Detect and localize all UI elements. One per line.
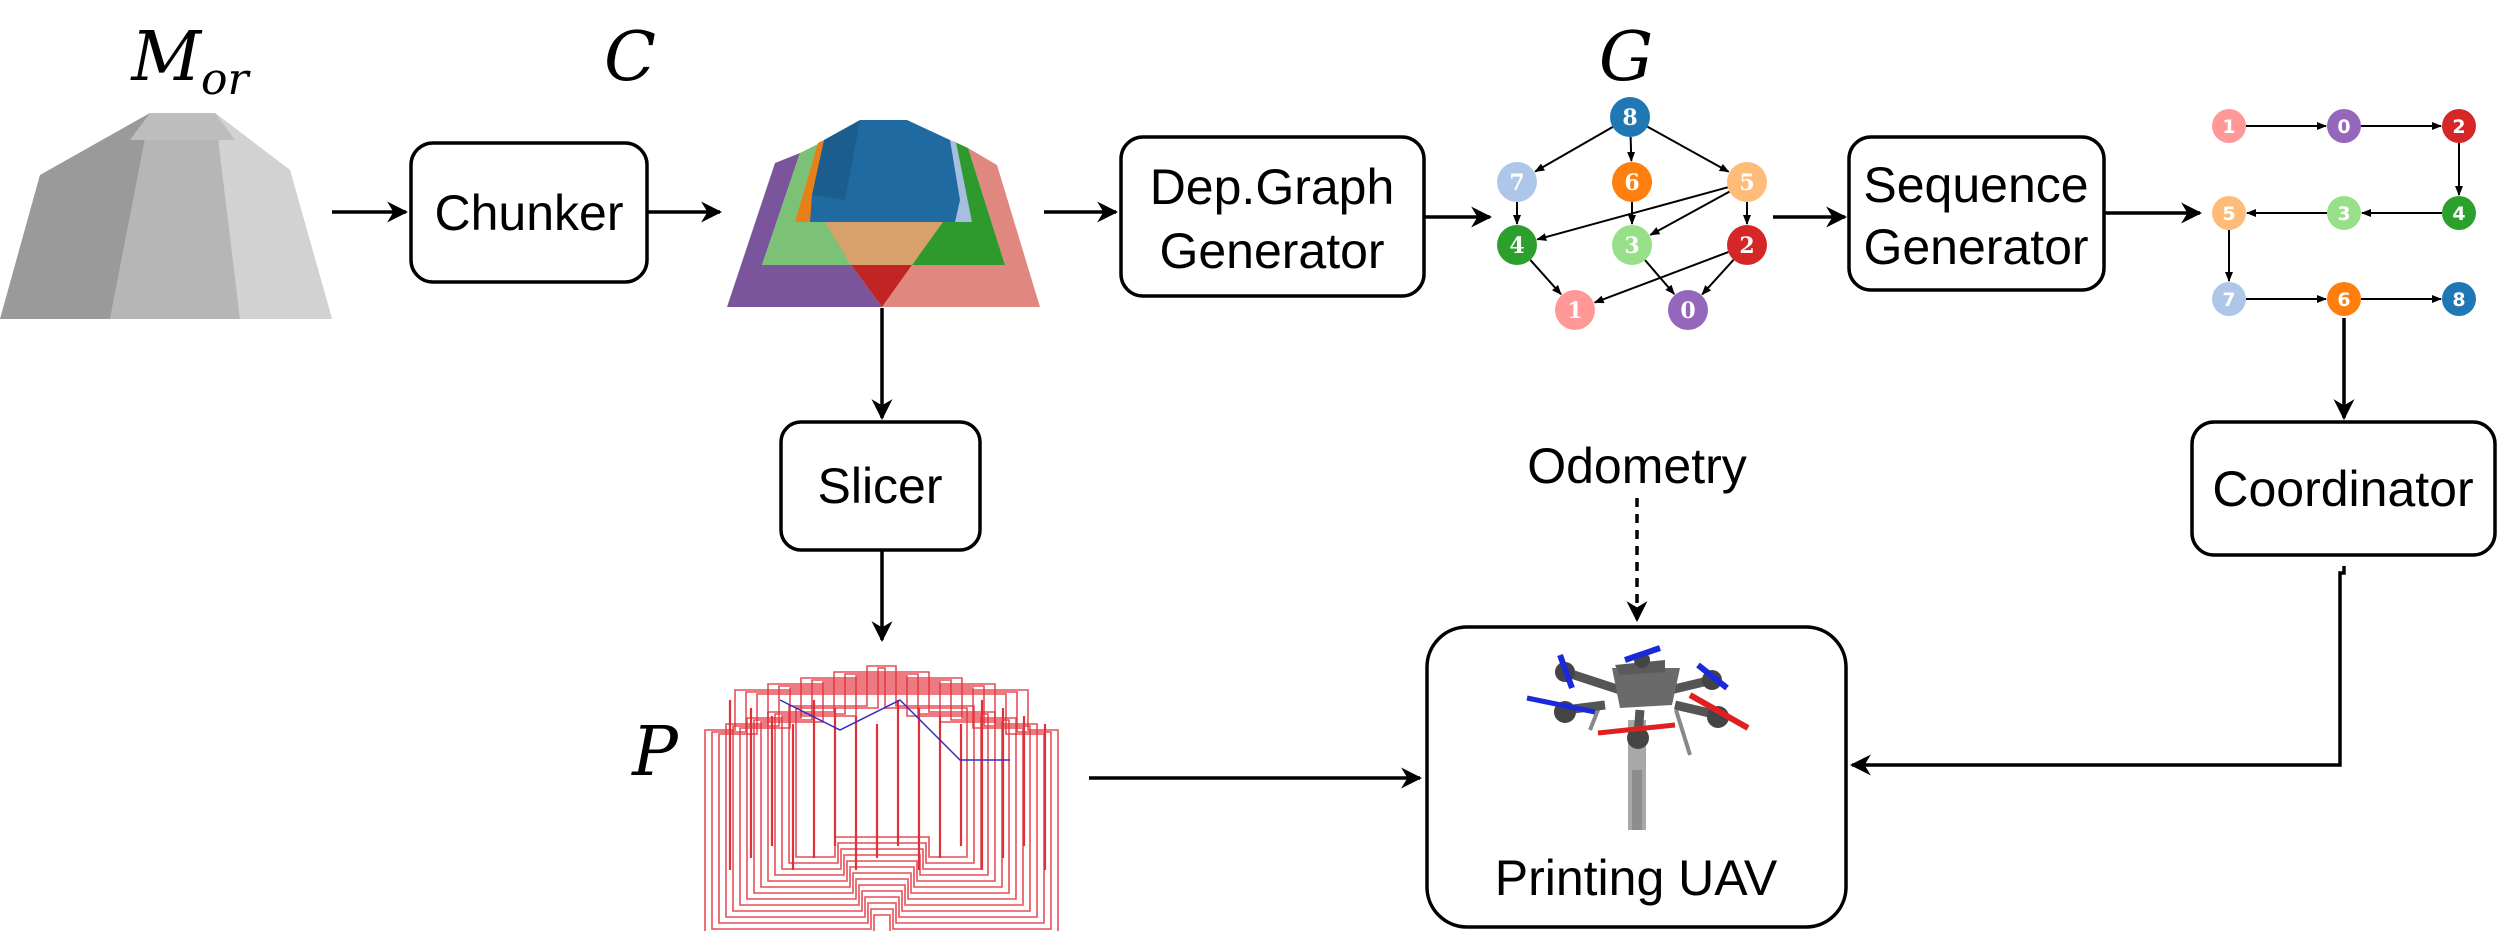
arrow-coordinator-to-uav [1849, 566, 2346, 776]
graph-node-3: 3 [1612, 225, 1652, 265]
sequence-node-7: 7 [2212, 282, 2246, 316]
svg-text:2: 2 [2452, 116, 2465, 138]
svg-text:0: 0 [2337, 116, 2350, 138]
coordinator-box[interactable]: Coordinator [2190, 420, 2497, 557]
graph-label: G [1599, 18, 1653, 97]
sequence-node-0: 0 [2327, 109, 2361, 143]
chunked-pyramid-image [727, 120, 1040, 307]
graph-edge-4-1 [1529, 259, 1562, 296]
toolpath-loop [704, 689, 1059, 931]
toolpath-travel [779, 699, 1010, 761]
sequence-node-3: 3 [2327, 196, 2361, 230]
chunk-dark-green [912, 142, 1005, 265]
chunks-label: C [604, 18, 656, 97]
graph-node-1: 1 [1555, 290, 1595, 330]
svg-text:5: 5 [1739, 170, 1754, 196]
sequence-node-8: 8 [2442, 282, 2476, 316]
toolpath-label: P [630, 713, 679, 792]
graph-node-5: 5 [1727, 162, 1767, 202]
graph-edge-8-7 [1534, 126, 1614, 173]
sequence-node-6: 6 [2327, 282, 2361, 316]
graph-node-7: 7 [1497, 162, 1537, 202]
svg-text:1: 1 [1567, 298, 1582, 324]
toolpath-image [704, 665, 1059, 931]
slicer-label: Slicer [817, 458, 942, 514]
coordinator-label: Coordinator [2212, 461, 2473, 517]
chunk-shade [812, 120, 860, 200]
svg-text:1: 1 [2222, 116, 2235, 138]
svg-text:0: 0 [1680, 298, 1695, 324]
dep-graph-label-line1: Dep.Graph [1150, 159, 1395, 215]
sequence-generator-box[interactable]: Sequence Generator [1847, 135, 2106, 292]
sequence-node-1: 1 [2212, 109, 2246, 143]
model-pyramid-image [0, 113, 332, 319]
chunk-orange [795, 140, 824, 222]
svg-text:2: 2 [1739, 233, 1754, 259]
sequence-node-5: 5 [2212, 196, 2246, 230]
graph-edge-2-1 [1593, 251, 1729, 304]
toolpath-loop [753, 679, 1010, 894]
svg-text:8: 8 [1622, 105, 1637, 131]
chunk-purple [727, 153, 882, 307]
graph-edge-5-3 [1649, 190, 1730, 236]
graph-node-2: 2 [1727, 225, 1767, 265]
sequence-label-line2: Generator [1863, 219, 2088, 275]
toolpath-loop [795, 667, 968, 858]
model-label: Mor [129, 18, 251, 105]
drone-image [1526, 645, 1750, 830]
svg-text:5: 5 [2222, 203, 2235, 225]
dep-graph-label-line2: Generator [1159, 223, 1384, 279]
toolpath-loop [732, 685, 1031, 912]
chunk-light-green [762, 142, 851, 265]
svg-text:7: 7 [1509, 170, 1524, 196]
chunk-red [851, 265, 912, 307]
sequence-graph: 1 0 2 4 3 5 7 6 8 [2212, 109, 2476, 316]
graph-edge-2-0 [1701, 259, 1735, 296]
svg-text:4: 4 [1509, 233, 1524, 259]
toolpath-loop [711, 691, 1052, 930]
svg-text:3: 3 [2337, 203, 2350, 225]
graph-edge-5-4 [1536, 186, 1728, 241]
svg-text:6: 6 [1624, 170, 1639, 196]
sequence-node-4: 4 [2442, 196, 2476, 230]
chunk-pink [882, 148, 1040, 307]
dependency-graph: 8 7 6 5 4 3 2 1 0 [1497, 97, 1767, 330]
chunker-label: Chunker [435, 185, 624, 241]
chunk-blue [810, 120, 960, 222]
svg-text:4: 4 [2452, 203, 2465, 225]
svg-text:8: 8 [2452, 289, 2465, 311]
chunk-tan [825, 222, 943, 265]
svg-text:3: 3 [1624, 233, 1639, 259]
svg-text:6: 6 [2337, 289, 2350, 311]
graph-node-8: 8 [1610, 97, 1650, 137]
printing-uav-label: Printing UAV [1495, 850, 1778, 906]
chunker-box[interactable]: Chunker [409, 141, 649, 284]
svg-text:7: 7 [2222, 289, 2235, 311]
graph-edge-8-5 [1646, 125, 1730, 173]
sequence-node-2: 2 [2442, 109, 2476, 143]
dep-graph-generator-box[interactable]: Dep.Graph Generator [1119, 135, 1426, 298]
slicer-box[interactable]: Slicer [779, 420, 982, 552]
graph-node-6: 6 [1612, 162, 1652, 202]
graph-node-4: 4 [1497, 225, 1537, 265]
toolpath-loop [746, 677, 1017, 900]
toolpath-loop [774, 673, 989, 876]
sequence-label-line1: Sequence [1863, 157, 2088, 213]
graph-node-0: 0 [1668, 290, 1708, 330]
odometry-label: Odometry [1527, 438, 1747, 494]
graph-edge-8-6 [1627, 136, 1636, 163]
toolpath-loop [788, 665, 975, 864]
